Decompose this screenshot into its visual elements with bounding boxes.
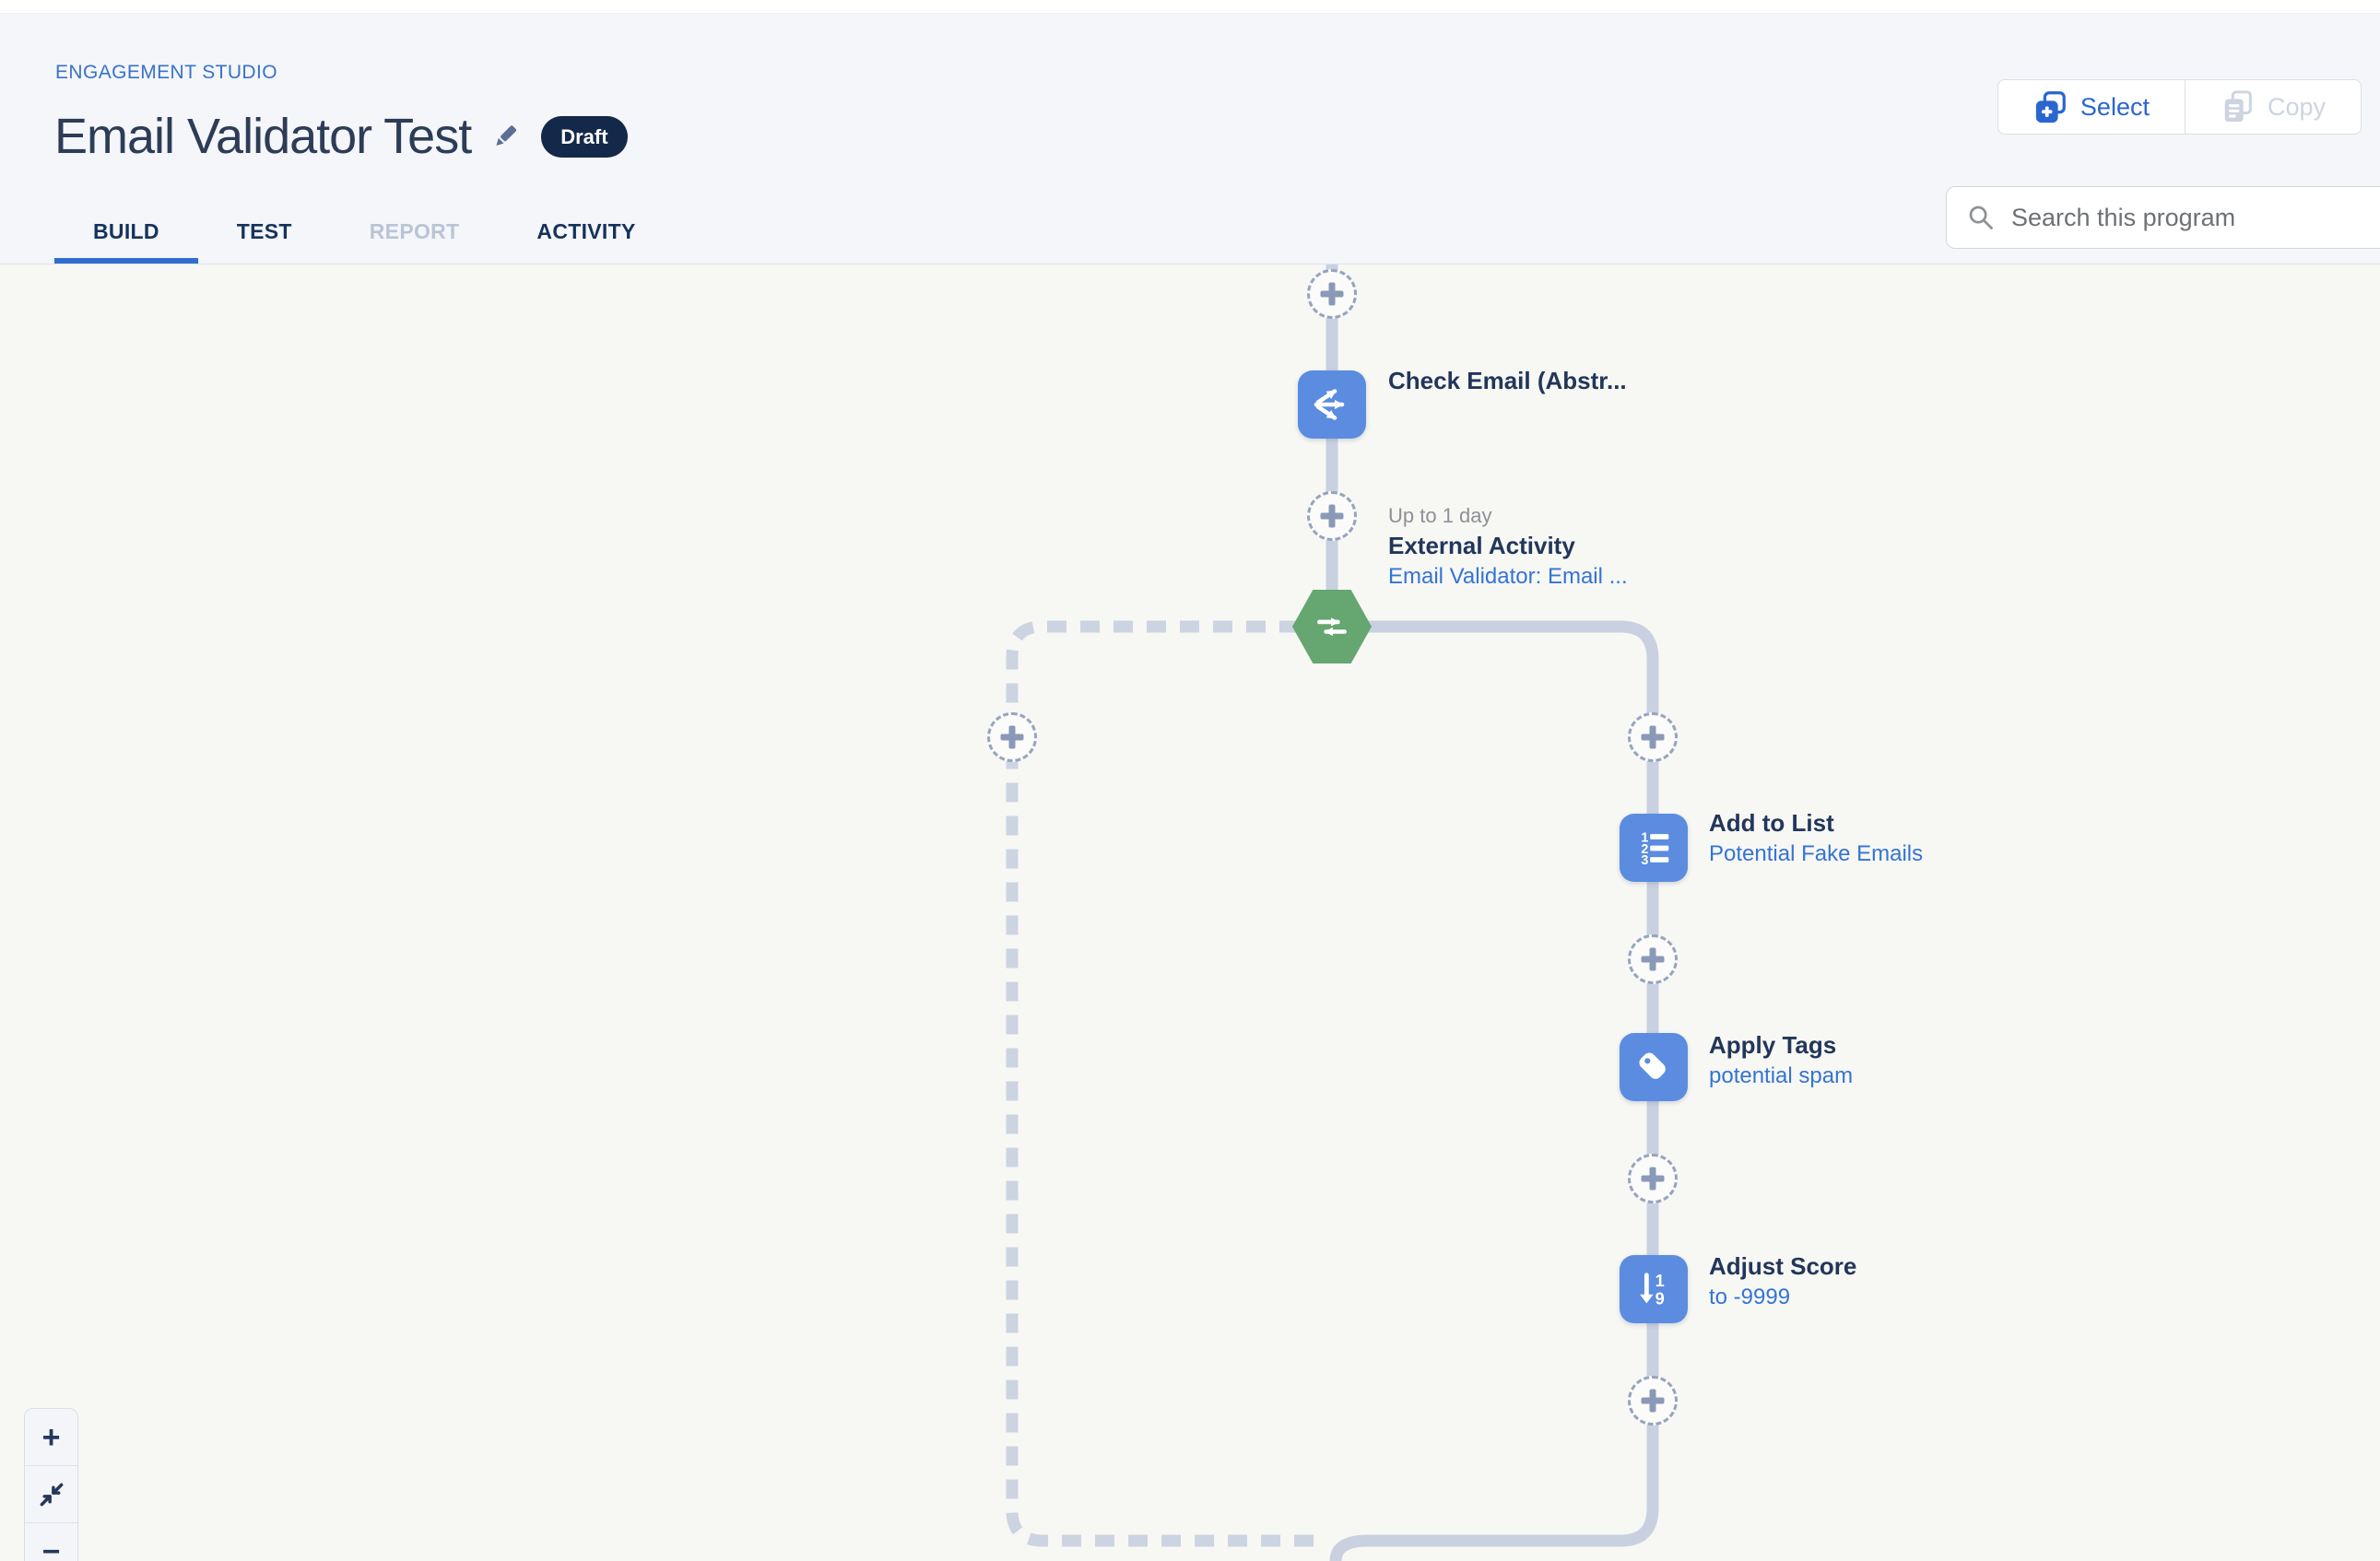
- svg-text:2: 2: [1641, 842, 1648, 857]
- search-icon: [1969, 205, 1993, 229]
- svg-text:3: 3: [1641, 853, 1648, 868]
- compress-icon: [40, 1483, 63, 1506]
- copy-button-label: Copy: [2267, 92, 2326, 121]
- plus-icon: [1310, 494, 1354, 538]
- search-box: [1946, 186, 2380, 249]
- node-detail-link[interactable]: Potential Fake Emails: [1709, 841, 1924, 866]
- branch-arrows-icon: [1314, 389, 1345, 420]
- svg-text:9: 9: [1655, 1289, 1665, 1308]
- canvas-zoom-controls: + −: [24, 1408, 78, 1561]
- program-header: ENGAGEMENT STUDIO Email Validator Test D…: [0, 14, 2380, 264]
- add-step-button[interactable]: [1628, 712, 1678, 762]
- tab-activity[interactable]: ACTIVITY: [536, 218, 636, 243]
- breadcrumb[interactable]: ENGAGEMENT STUDIO: [55, 62, 277, 83]
- node-title: Check Email (Abstr...: [1388, 367, 1627, 394]
- tab-report[interactable]: REPORT: [369, 218, 460, 243]
- tag-icon: [1639, 1052, 1666, 1079]
- node-detail-link[interactable]: Email Validator: Email ...: [1388, 564, 1628, 589]
- minus-icon: −: [41, 1534, 61, 1561]
- node-title: External Activity: [1388, 532, 1575, 559]
- svg-text:1: 1: [1655, 1272, 1665, 1290]
- title-row: Email Validator Test Draft: [54, 104, 628, 169]
- plus-icon: [1310, 272, 1354, 316]
- add-step-button[interactable]: [1628, 1154, 1678, 1203]
- tab-test[interactable]: TEST: [236, 218, 292, 243]
- svg-text:1: 1: [1641, 830, 1648, 845]
- edit-title-button[interactable]: [489, 121, 521, 152]
- adjust-score-label: Adjust Score to -9999: [1709, 1250, 1856, 1312]
- fit-to-screen-button[interactable]: [25, 1466, 77, 1523]
- add-step-button[interactable]: [1307, 269, 1357, 319]
- node-title: Apply Tags: [1709, 1031, 1837, 1059]
- node-add-to-list[interactable]: 1 2 3: [1620, 814, 1688, 882]
- node-title: Adjust Score: [1709, 1252, 1857, 1280]
- multi-select-icon: [2035, 91, 2066, 123]
- apply-tags-label: Apply Tags potential spam: [1709, 1029, 1853, 1091]
- select-button-label: Select: [2080, 92, 2150, 121]
- plus-icon: [990, 715, 1034, 759]
- node-check-email[interactable]: [1298, 370, 1366, 439]
- add-step-button[interactable]: [1628, 1376, 1678, 1426]
- page-title: Email Validator Test: [54, 109, 472, 164]
- zoom-out-button[interactable]: −: [25, 1523, 77, 1561]
- add-to-list-label: Add to List Potential Fake Emails: [1709, 807, 1923, 869]
- tab-bar: BUILD TEST REPORT ACTIVITY: [54, 205, 675, 264]
- plus-icon: [1631, 937, 1675, 981]
- sort-descending-icon: 1 9: [1640, 1272, 1665, 1308]
- pencil-icon: [496, 125, 517, 146]
- copy-icon: [2224, 90, 2252, 123]
- tab-build[interactable]: BUILD: [54, 205, 198, 264]
- plus-icon: [1631, 715, 1675, 759]
- add-step-button[interactable]: [1307, 491, 1357, 541]
- flow-connector-lines: [1006, 264, 1659, 1561]
- program-canvas[interactable]: Check Email (Abstr... Up to 1 day Extern…: [0, 264, 2380, 1561]
- plus-icon: [1631, 1379, 1675, 1423]
- wait-duration: Up to 1 day: [1388, 504, 1492, 527]
- copy-button[interactable]: Copy: [2185, 80, 2361, 134]
- header-action-buttons: Select Copy: [1997, 79, 2362, 135]
- check-email-label: Check Email (Abstr...: [1388, 365, 1627, 396]
- swap-arrows-icon: [1316, 617, 1348, 637]
- status-badge: Draft: [541, 115, 628, 158]
- search-input[interactable]: [2011, 203, 2380, 232]
- top-strip: [0, 0, 2380, 14]
- add-step-button[interactable]: [987, 712, 1037, 762]
- add-step-button[interactable]: [1628, 934, 1678, 984]
- external-activity-label: Up to 1 day External Activity Email Vali…: [1388, 501, 1628, 592]
- plus-icon: [1631, 1156, 1675, 1201]
- node-detail-link[interactable]: to -9999: [1709, 1285, 1791, 1309]
- select-button[interactable]: Select: [1997, 80, 2186, 134]
- node-apply-tags[interactable]: [1620, 1033, 1688, 1101]
- numbered-list-icon: 1 2 3: [1641, 830, 1669, 868]
- node-detail-link[interactable]: potential spam: [1709, 1063, 1854, 1088]
- node-adjust-score[interactable]: 1 9: [1620, 1255, 1688, 1323]
- zoom-in-button[interactable]: +: [25, 1409, 77, 1466]
- node-title: Add to List: [1709, 809, 1834, 837]
- plus-icon: +: [41, 1419, 61, 1455]
